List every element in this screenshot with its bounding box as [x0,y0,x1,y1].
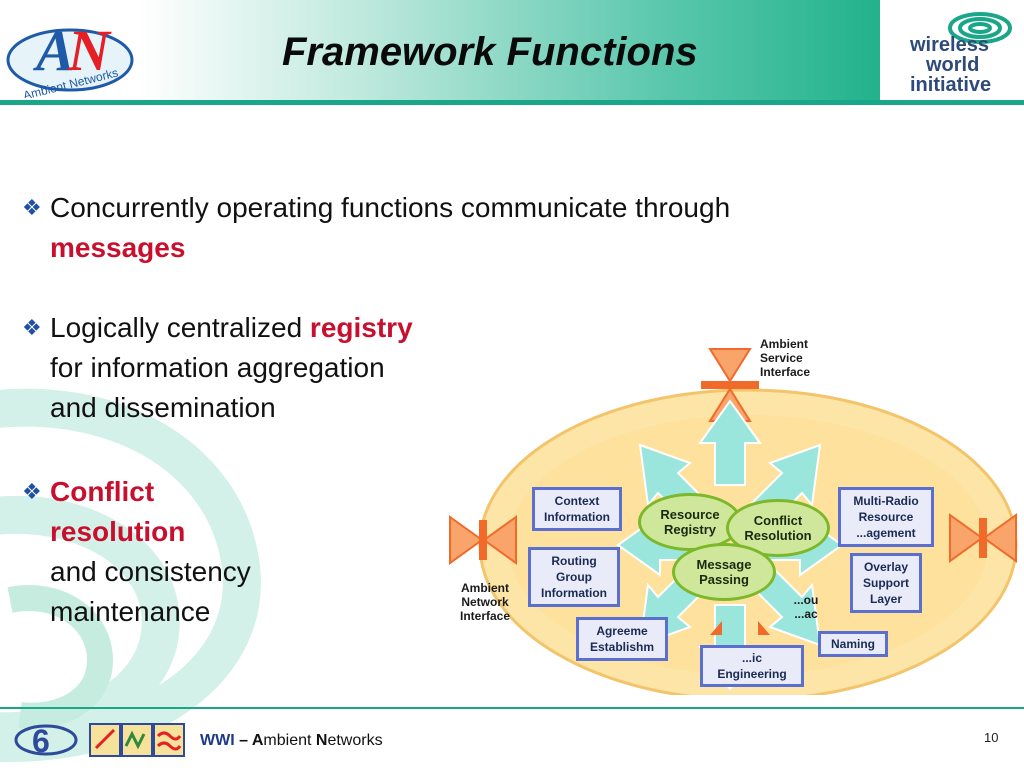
svg-text:6: 6 [32,723,50,759]
ani-line-2: Network [461,595,509,609]
diamond-bullet-icon: ❖ [22,195,42,220]
overlay-line-2: Support [863,576,909,590]
footer-dash: – [234,732,252,749]
footer-logos: 6 [14,723,185,759]
routing-line-2: Group [556,570,592,584]
right-connector-icon [949,513,1017,563]
footer-etworks: etworks [327,732,383,749]
routing-line-3: Information [541,586,607,600]
multiradio-line-1: Multi-Radio [853,494,919,508]
wwi-logo-line-1: wireless [910,34,989,56]
footer-text: WWI – Ambient Networks [200,732,383,750]
bullet-2-line-2: for information aggregation [50,352,385,383]
footer-divider [0,707,1024,709]
svg-text:A: A [33,18,75,83]
footer-prefix: WWI [200,732,235,749]
framework-diagram: Ambient Service Interface Ambient Networ… [440,335,1024,695]
bullet-3-line-1: Conflict [50,476,155,507]
overlay-line-3: Layer [869,592,903,606]
multiradio-line-3: ...agement [856,526,916,540]
registry-line-2: Registry [663,522,717,537]
overlay-line-1: Overlay [863,560,909,574]
ani-line-3: Interface [459,609,511,623]
footer-a: A [251,732,264,749]
wwi-logo-line-3: initiative [910,74,992,96]
bullet-2-plain: Logically centralized [50,312,310,343]
bullet-2-line-3: and dissemination [50,392,276,423]
routing-line-1: Routing [551,554,597,568]
agreement-line-1: Agreeme [596,624,648,638]
bullet-1-line-1: Concurrently operating functions communi… [50,192,731,223]
traffic-line-2: Engineering [717,667,787,681]
slide-header: A N Ambient Networks Framework Functions… [0,0,1024,105]
conflict-line-1: Conflict [753,513,803,528]
header-band [138,0,880,104]
wireless-world-initiative-logo [948,12,1012,44]
slide-title: Framework Functions [282,30,698,74]
small-arrow-marks [710,621,770,635]
message-line-1: Message [696,557,752,572]
bullet-1-line-2: messages [50,232,186,263]
agreement-line-2: Establishm [589,640,655,654]
traffic-line-1: ...ic [741,651,762,665]
ambient-network-interface-label: Ambient Network Interface [450,581,520,623]
conflict-line-2: Resolution [744,528,812,543]
message-line-2: Passing [699,572,749,587]
ist-logo-icon [89,723,185,757]
left-connector-icon [449,515,517,565]
bullet-2-red: registry [309,312,413,343]
svg-text:N: N [67,18,112,83]
bullet-3-line-4: maintenance [50,596,211,627]
header-divider [0,100,1024,105]
bullet-3-line-3: and consistency [50,556,251,587]
hidden-line-1: ...ou [793,593,819,607]
multiradio-line-2: Resource [858,510,914,524]
hidden-line-2: ...ac [794,607,818,621]
sixth-framework-logo-icon: 6 [14,723,78,759]
ambient-service-interface-label: Ambient Service Interface [760,337,810,379]
naming-box: Naming [818,631,888,657]
page-number: 10 [984,730,999,745]
ambient-networks-logo: A N Ambient Networks [6,18,134,98]
bullet-3-line-2: resolution [50,516,186,547]
wwi-logo-line-2: world [926,54,980,76]
context-line-1: Context [554,494,600,508]
asi-line-2: Service [760,351,803,365]
ani-line-1: Ambient [461,581,509,595]
asi-line-1: Ambient [760,337,808,351]
bullet-2-line-1: Logically centralized registry [50,308,413,348]
registry-line-1: Resource [660,507,720,522]
asi-line-3: Interface [760,365,811,379]
hidden-box-text: ...ou ...ac [786,593,826,621]
diamond-bullet-icon: ❖ [22,315,42,340]
footer-n: N [315,732,328,749]
footer-mbient: mbient [263,732,316,749]
context-line-2: Information [544,510,610,524]
diamond-bullet-icon: ❖ [22,479,42,504]
